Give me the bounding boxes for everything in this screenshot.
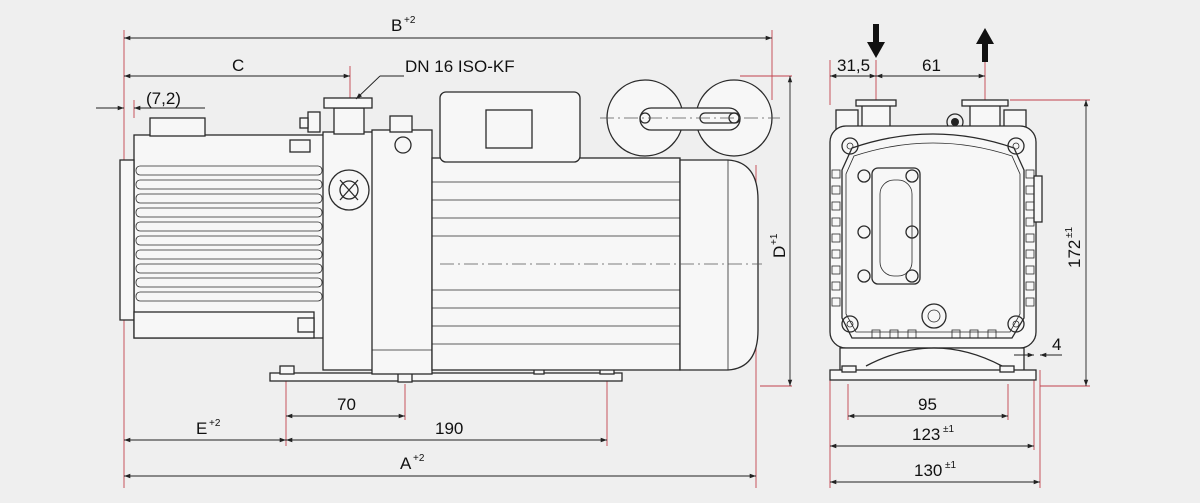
dim-61-label: 61 [922,56,941,75]
front-view: 31,5 61 172 ±1 4 95 123 ±1 130 ±1 [829,24,1090,488]
dim-e-label: E [196,419,207,438]
front-feet [829,347,1037,381]
arrow-down-icon [867,24,885,58]
inlet-block [299,97,376,371]
dim-123-label: 123 [912,425,940,444]
connector-block [371,115,433,375]
dim-c-label: C [232,56,244,75]
motor [431,91,762,371]
offset-label: (7,2) [146,89,181,108]
dim-b-label: B [391,16,402,35]
dim-190-label: 190 [435,419,463,438]
dim-a-label: A [400,454,412,473]
cooling-fins [135,165,323,302]
dim-d-label: D [770,246,789,258]
dim-4-label: 4 [1052,335,1061,354]
dim-31-5-label: 31,5 [837,56,870,75]
dim-172-label: 172 [1065,240,1084,268]
dim-95-label: 95 [918,395,937,414]
side-view: B +2 C DN 16 ISO-KF (7,2) D +1 70 E +2 1… [96,15,793,488]
front-housing [829,125,1043,349]
dim-b-tolerance: +2 [404,15,416,26]
front-dimensions [830,73,1089,485]
dim-172-tolerance: ±1 [1064,227,1075,238]
side-dimensions [96,35,793,479]
handle [600,79,780,157]
arrow-up-icon [976,28,994,62]
dim-a-tolerance: +2 [413,453,425,464]
dim-123-tolerance: ±1 [943,424,954,435]
dim-130-label: 130 [914,461,942,480]
dim-70-label: 70 [337,395,356,414]
dim-130-tolerance: ±1 [945,460,956,471]
dim-e-tolerance: +2 [209,418,221,429]
pump-housing [119,117,335,339]
flange-callout: DN 16 ISO-KF [405,57,515,76]
front-extension-lines [829,60,1090,488]
dim-d-tolerance: +1 [769,233,780,245]
